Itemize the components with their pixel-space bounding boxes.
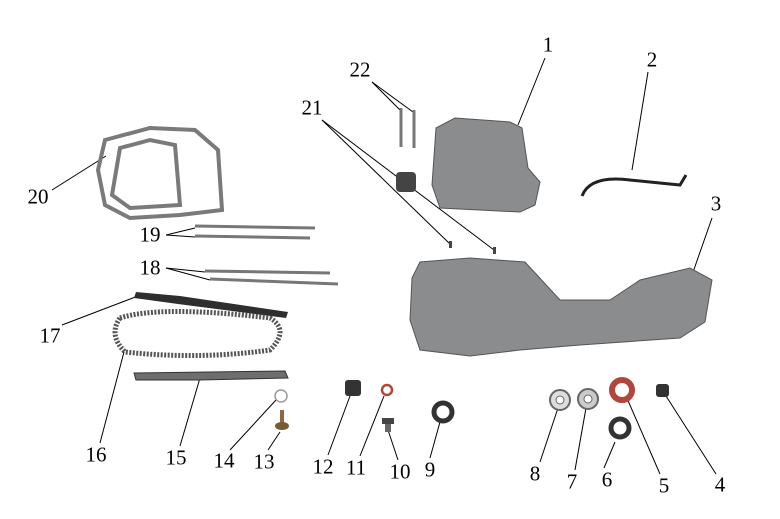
o-ring-part [274, 389, 288, 403]
callout-2: 2 [646, 47, 658, 72]
bolt-10-part [382, 418, 394, 432]
oil-seal-6-part [608, 416, 632, 440]
oil-seal-5-part [609, 377, 635, 403]
callout-6: 6 [601, 467, 613, 492]
callout-9: 9 [424, 457, 436, 482]
oil-seal-9-part [431, 400, 455, 424]
callout-10: 10 [389, 459, 411, 484]
roller-part [396, 172, 416, 192]
chain-guide-part [134, 292, 288, 318]
bearing-8-bore [555, 395, 565, 405]
drain-bolt-part [275, 410, 289, 430]
callout-20: 20 [27, 184, 49, 209]
cam-chain-part [112, 309, 283, 359]
bushing-part [345, 380, 361, 396]
crankcase-cover-part [431, 117, 541, 213]
callout-19: 19 [139, 222, 161, 247]
stud-bolts-18 [204, 269, 339, 286]
callout-16: 16 [85, 442, 107, 467]
callout-22: 22 [349, 57, 371, 82]
callout-8: 8 [529, 461, 541, 486]
dowel-pins-part [449, 241, 496, 254]
breather-hose-part [580, 174, 688, 197]
crankcase-part [409, 257, 713, 357]
sealing-washer-part [380, 383, 394, 397]
chain-tensioner-part [133, 370, 289, 381]
callout-1: 1 [542, 32, 554, 57]
callout-17: 17 [39, 323, 61, 348]
bearing-7-bore [583, 394, 593, 404]
callout-18: 18 [139, 255, 161, 280]
callout-13: 13 [253, 449, 275, 474]
bolts-22-part [399, 108, 416, 148]
callout-21: 21 [301, 95, 323, 120]
leader-lines [51, 57, 717, 475]
callout-15: 15 [165, 445, 187, 470]
callout-12: 12 [312, 454, 334, 479]
stud-bolts-19 [194, 224, 316, 240]
callout-4: 4 [714, 472, 726, 497]
callout-14: 14 [213, 448, 235, 473]
callout-5: 5 [658, 473, 670, 498]
callout-3: 3 [710, 191, 722, 216]
bushing-4-part [656, 384, 669, 397]
gasket-part [95, 125, 225, 221]
callout-7: 7 [566, 469, 578, 494]
callout-11: 11 [345, 455, 367, 480]
